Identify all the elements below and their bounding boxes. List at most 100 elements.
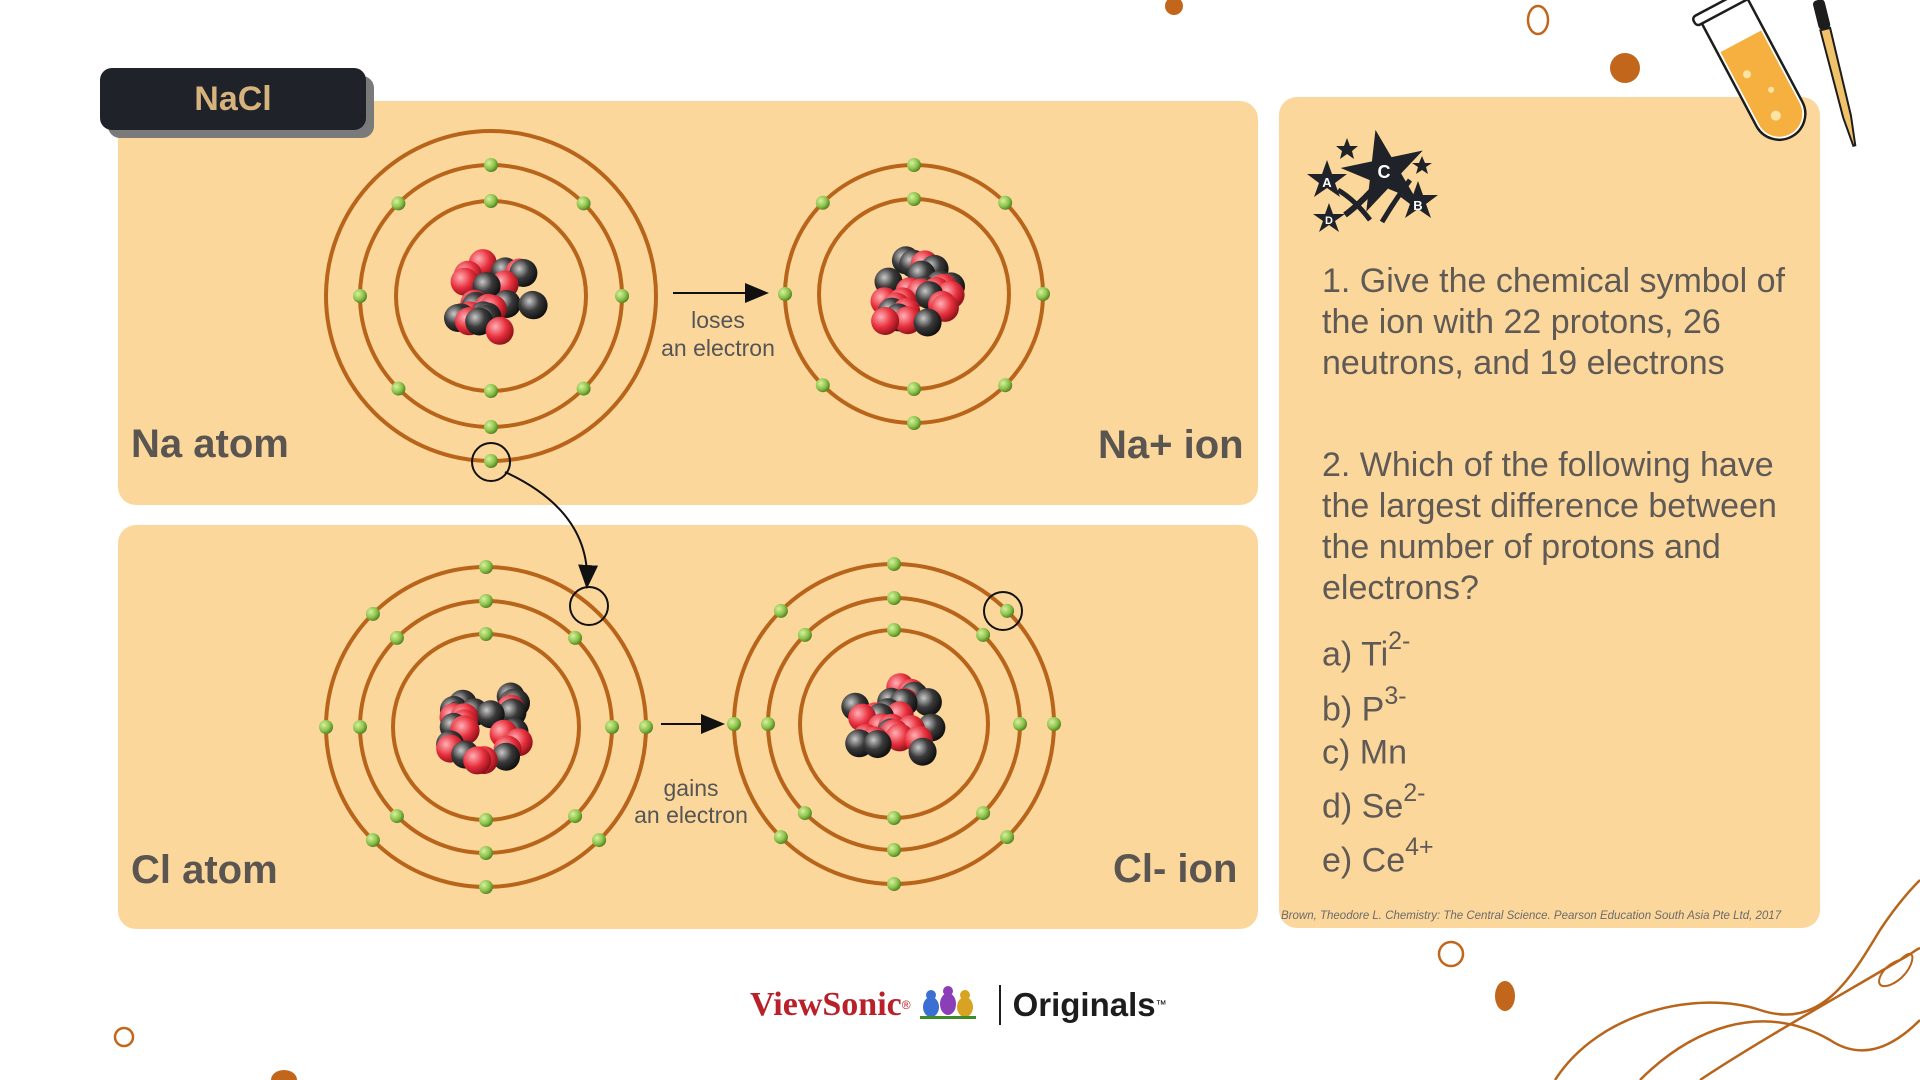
lose-caption-2: an electron	[661, 335, 775, 361]
cl-atom-electron	[479, 594, 493, 608]
cl-atom-electron	[479, 560, 493, 574]
deco-ring	[113, 1026, 135, 1048]
star-letter-b: B	[1413, 198, 1422, 213]
cl-atom-electron	[479, 846, 493, 860]
lose-caption-1: loses	[691, 307, 745, 333]
option-d: d) Se2-	[1322, 779, 1426, 826]
na-ion-electron	[815, 378, 830, 393]
cl-ion-electron	[887, 557, 901, 571]
viewsonic-wordmark: ViewSonic	[750, 986, 902, 1023]
cl-ion-electron	[976, 806, 991, 821]
cl-ion-neutron	[913, 688, 942, 717]
cl-ion-electron	[887, 843, 901, 857]
cl-ion-electron	[976, 627, 991, 642]
deco-dot	[1165, 0, 1183, 15]
na-ion-electron	[998, 195, 1013, 210]
cl-atom-electron	[365, 833, 380, 848]
deco-swirl	[1553, 879, 1920, 1080]
cl-ion-electron	[887, 591, 901, 605]
na-atom-electron	[484, 420, 498, 434]
na-ion-electron	[907, 416, 921, 430]
na-ion-proton	[871, 307, 900, 335]
option-e-text: e) Ce	[1322, 841, 1406, 880]
option-d-charge: 2-	[1403, 779, 1426, 807]
cl-ion-electron	[773, 603, 788, 618]
viewsonic-birds-icon	[920, 986, 976, 1019]
title-tab: NaCl	[100, 68, 366, 130]
option-c: c) Mn	[1322, 729, 1407, 772]
na-ion-label: Na+ ion	[1098, 423, 1244, 467]
cl-ion-electron	[761, 717, 775, 731]
cl-ion-electron	[773, 830, 788, 845]
atoms-group	[319, 129, 1061, 894]
na-ion-electron	[907, 192, 921, 206]
cl-ion-electron	[797, 627, 812, 642]
na-atom-electron	[576, 381, 591, 396]
option-b-charge: 3-	[1384, 682, 1407, 710]
na-atom-proton	[485, 316, 514, 345]
cl-atom-electron	[353, 720, 367, 734]
option-a-text: a) Ti	[1322, 635, 1389, 674]
question-2: 2. Which of the following have the large…	[1322, 446, 1777, 607]
footer-logo: ViewSonic ® Originals ™	[750, 980, 1167, 1030]
cl-atom-label: Cl atom	[131, 848, 278, 892]
na-atom-electron	[484, 384, 498, 398]
cl-atom-electron	[389, 630, 404, 645]
deco-dot	[1495, 981, 1515, 1011]
cl-ion-electron	[1047, 717, 1061, 731]
na-atom-label: Na atom	[131, 422, 289, 466]
cl-ion-electron	[887, 877, 901, 891]
deco-ring	[1437, 940, 1465, 968]
cl-atom-electron	[639, 720, 653, 734]
cl-ion-electron	[797, 806, 812, 821]
na-atom-electron	[353, 289, 367, 303]
gain-caption-1: gains	[664, 775, 719, 801]
originals-wordmark: Originals	[1012, 986, 1156, 1023]
na-atom-neutron	[519, 291, 548, 320]
cl-ion-electron	[887, 623, 901, 637]
na-ion-neutron	[913, 308, 942, 337]
deco-swirl-loop	[1878, 952, 1914, 988]
option-e-charge: 4+	[1405, 833, 1434, 861]
deco-ring	[1526, 4, 1550, 36]
cl-atom-electron	[389, 809, 404, 824]
trademark-mark: ™	[1155, 999, 1167, 1011]
option-b: b) P3-	[1322, 682, 1407, 729]
option-b-text: b) P	[1322, 690, 1385, 729]
test-tube-icon	[1692, 0, 1807, 141]
deco-dot	[1610, 53, 1640, 83]
cl-atom-neutron	[492, 742, 520, 771]
cl-atom-electron	[479, 627, 493, 641]
cl-ion-electron	[1013, 717, 1027, 731]
cl-atom-proton	[463, 746, 492, 775]
na-ion-electron	[1036, 287, 1050, 301]
cl-atom-electron	[592, 833, 607, 848]
cl-atom-electron	[568, 630, 583, 645]
deco-dot	[271, 1070, 297, 1080]
cl-ion-electron	[727, 717, 741, 731]
na-atom-electron	[391, 381, 406, 396]
electron-transfer-arrow	[504, 471, 599, 589]
star-letter-d: D	[1325, 215, 1333, 227]
title-tab-label: NaCl	[194, 79, 272, 118]
cl-ion-electron	[1000, 830, 1015, 845]
cl-atom-electron	[365, 606, 380, 621]
cl-atom-electron	[319, 720, 333, 734]
na-atom-electron	[576, 196, 591, 211]
cl-ion-electron	[887, 811, 901, 825]
na-panel	[118, 101, 1258, 505]
na-atom-proton	[450, 267, 479, 296]
gained-electron-circle	[983, 591, 1023, 631]
na-atom-electron	[484, 194, 498, 208]
transfer-source-circle	[471, 442, 511, 482]
na-ion-electron	[815, 195, 830, 210]
option-c-text: c) Mn	[1322, 733, 1407, 772]
na-atom-electron	[615, 289, 629, 303]
registered-mark: ®	[901, 998, 911, 1012]
questions-panel	[1279, 97, 1820, 928]
pipette-icon	[1813, 0, 1857, 147]
cl-ion-electron	[1000, 603, 1015, 618]
na-ion-electron	[907, 382, 921, 396]
na-ion-electron	[778, 287, 792, 301]
